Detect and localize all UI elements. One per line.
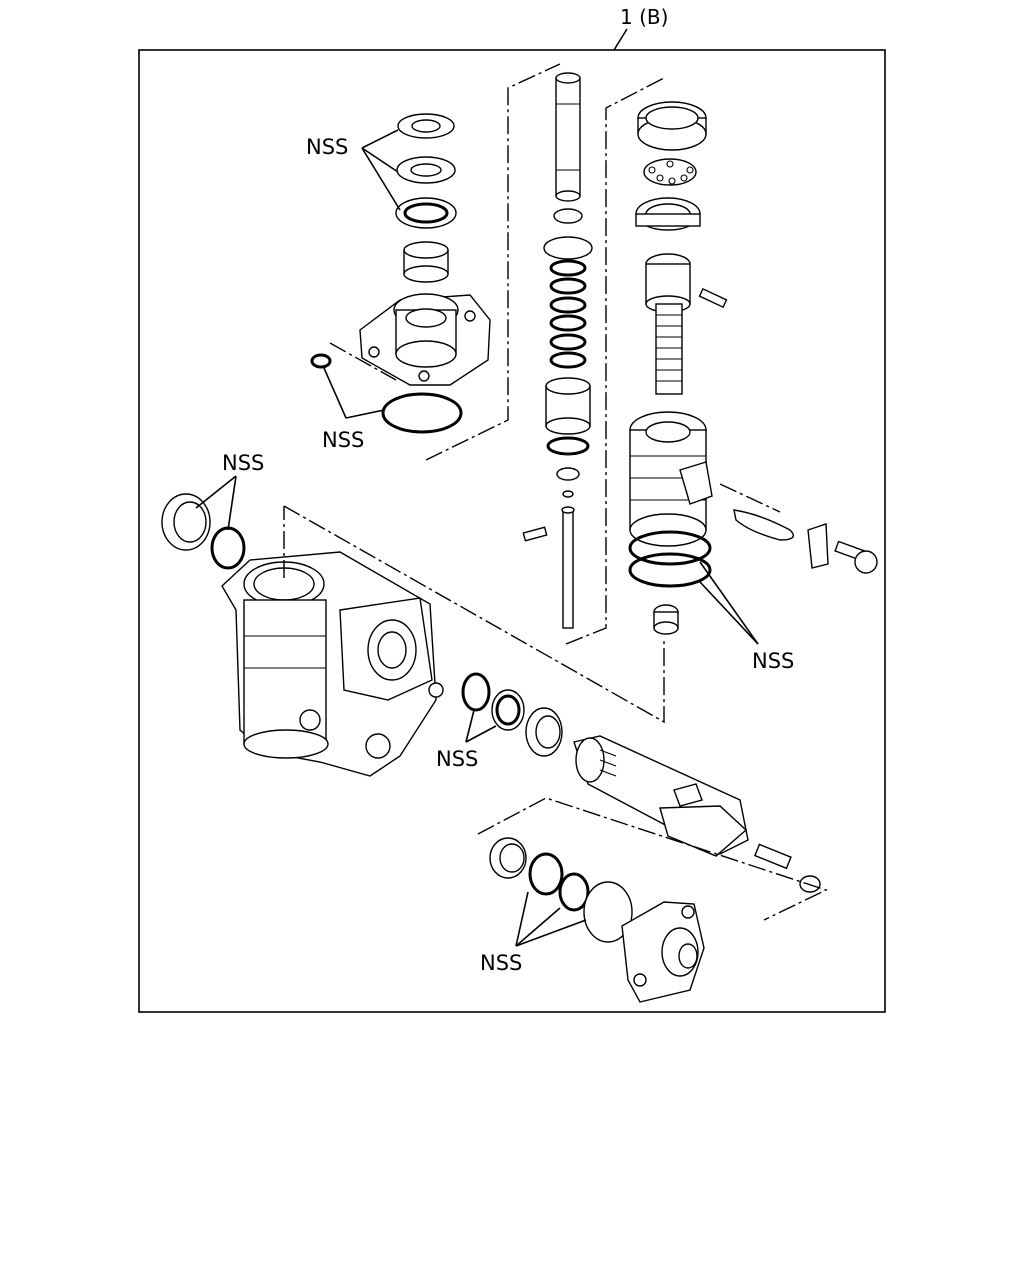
gear-housing bbox=[221, 551, 444, 777]
leader-line bbox=[699, 561, 759, 645]
sector-seal-set bbox=[461, 672, 563, 757]
leader-line bbox=[345, 409, 385, 419]
leader-line bbox=[227, 475, 237, 531]
leader-line bbox=[515, 907, 561, 947]
upper-cover-housing bbox=[359, 293, 491, 386]
leader-line bbox=[361, 129, 399, 149]
large-o-ring bbox=[381, 392, 463, 434]
leader-line bbox=[195, 475, 237, 509]
leader-line bbox=[465, 725, 497, 743]
nss-label-bottom: NSS bbox=[480, 951, 522, 975]
leader-line bbox=[323, 367, 347, 419]
title-leader-line bbox=[613, 28, 628, 51]
rack-piston bbox=[629, 411, 713, 547]
assembly-path-line bbox=[425, 63, 561, 461]
side-cover bbox=[621, 901, 705, 1003]
sector-shaft bbox=[573, 735, 749, 857]
torsion-bar bbox=[522, 506, 575, 629]
leader-line bbox=[699, 581, 759, 645]
small-o-ring bbox=[310, 353, 332, 369]
nss-label-right: NSS bbox=[752, 649, 794, 673]
center-seal-stack bbox=[543, 208, 593, 498]
upper-bearing-race bbox=[637, 101, 707, 151]
assembly-path-line bbox=[329, 342, 397, 381]
worm-shaft bbox=[645, 253, 728, 395]
nss-label-cover: NSS bbox=[322, 428, 364, 452]
leader-line bbox=[361, 147, 401, 211]
assembly-path-line bbox=[477, 797, 828, 921]
leader-line bbox=[361, 147, 399, 173]
piston-o-ring bbox=[628, 552, 712, 588]
bolt bbox=[834, 540, 878, 574]
ball-bearing-cage bbox=[643, 158, 697, 186]
adjusting-screw bbox=[754, 843, 821, 893]
assembly-path-line bbox=[565, 77, 665, 645]
bottom-seal-set bbox=[489, 837, 633, 943]
nss-label-top: NSS bbox=[306, 135, 348, 159]
piston-end-plug bbox=[653, 604, 679, 635]
leader-line bbox=[515, 891, 529, 947]
nss-label-left: NSS bbox=[222, 451, 264, 475]
leader-line bbox=[515, 919, 587, 947]
lower-bearing-race bbox=[635, 197, 701, 231]
clip-bracket bbox=[807, 523, 829, 569]
diagram-frame bbox=[138, 49, 886, 1013]
rack-guide bbox=[719, 483, 794, 541]
upper-bearing-stack bbox=[395, 113, 457, 283]
piston-seal-ring bbox=[628, 530, 712, 566]
input-seal-left bbox=[161, 493, 246, 570]
assembly-title: 1 (B) bbox=[620, 5, 668, 29]
nss-label-center: NSS bbox=[436, 747, 478, 771]
assembly-path-line bbox=[283, 505, 665, 724]
leader-line bbox=[465, 709, 475, 743]
input-shaft bbox=[555, 72, 581, 202]
